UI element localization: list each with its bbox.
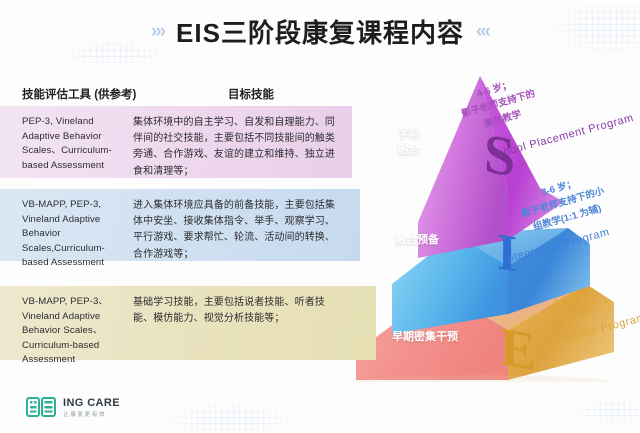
logo-tagline: 让康复更有效 [63, 411, 107, 418]
brand-logo: ING CARE 让康复更有效 [26, 395, 120, 419]
decorative-dot-grid-bottom [155, 399, 305, 433]
cell-target-skills: 基础学习技能，主要包括说者技能、听者技能、模仿能力、视觉分析技能等； [133, 297, 325, 325]
table-row: VB-MAPP, PEP-3、Vineland Adaptive Behavio… [0, 286, 376, 366]
tier-label-line-2: 融合 [398, 143, 420, 156]
chevron-left-icon: ‹‹‹ [475, 20, 491, 42]
logo-text-block: ING CARE 让康复更有效 [63, 397, 120, 418]
cell-target-skills: 集体环境中的自主学习、自发和自理能力、同伴间的社交技能，主要包括不同技能间的触类… [133, 117, 335, 177]
chevron-right-icon: ››› [151, 20, 166, 42]
page-header: ››› EIS三阶段康复课程内容 ‹‹‹ [0, 8, 640, 54]
column-header-assessment-tools: 技能评估工具 (供参考) [22, 89, 137, 101]
logo-brand-name: ING CARE [63, 396, 120, 409]
ing-care-logo-icon [26, 395, 56, 419]
tier-label-early-intervention: 早期密集干预 [392, 331, 458, 343]
decorative-dot-grid-far-right [570, 397, 640, 425]
cell-assessment-tools: VB-MAPP, PEP-3, Vineland Adaptive Behavi… [22, 199, 105, 269]
cell-assessment-tools: PEP-3, Vineland Adaptive Behavior Scales… [22, 116, 112, 171]
tier-label-school-placement: 学前 融合 [398, 127, 420, 159]
page-title: EIS三阶段康复课程内容 [176, 17, 464, 48]
tier-label-integration: 融合预备 [395, 234, 439, 246]
cell-assessment-tools: VB-MAPP, PEP-3、Vineland Adaptive Behavio… [22, 296, 109, 366]
tier-label-line-1: 学前 [398, 128, 420, 140]
table-row: PEP-3, Vineland Adaptive Behavior Scales… [0, 106, 352, 178]
table-row: VB-MAPP, PEP-3, Vineland Adaptive Behavi… [0, 189, 360, 269]
column-header-target-skills: 目标技能 [228, 89, 274, 101]
three-tier-pyramid-diagram [332, 62, 640, 382]
cell-target-skills: 进入集体环境应具备的前备技能，主要包括集体中安坐、接收集体指令、举手、观察学习、… [133, 200, 335, 260]
table-column-headers: 技能评估工具 (供参考) 目标技能 [0, 86, 380, 106]
